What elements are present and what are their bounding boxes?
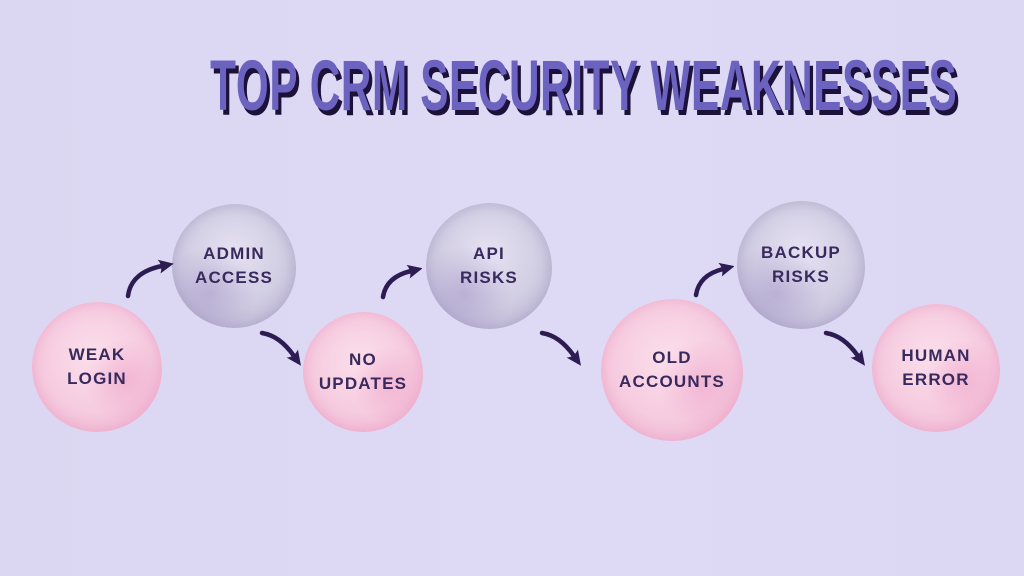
node-api-risks: API RISKS bbox=[426, 203, 552, 329]
page-title: TOP CRM SECURITY WEAKNESSES bbox=[210, 45, 958, 125]
node-label-line2: LOGIN bbox=[67, 369, 127, 388]
node-human-error: HUMAN ERROR bbox=[872, 304, 1000, 432]
node-label-line2: ACCESS bbox=[194, 268, 274, 287]
curved-arrow-up-icon bbox=[693, 262, 734, 298]
node-label-line1: API bbox=[473, 244, 505, 264]
node-weak-login: WEAK LOGIN bbox=[32, 302, 162, 432]
node-label-line1: OLD bbox=[652, 348, 692, 368]
node-label: API RISKS bbox=[460, 242, 518, 290]
node-admin-access: ADMIN ACCESS bbox=[172, 204, 296, 328]
node-label: NO UPDATES bbox=[319, 348, 407, 396]
node-label-line2: RISKS bbox=[772, 267, 830, 286]
node-label-line1: BACKUP bbox=[761, 243, 841, 263]
curved-arrow-down-icon bbox=[539, 330, 581, 366]
curved-arrow-up-icon bbox=[125, 259, 174, 299]
node-label: ADMIN ACCESS bbox=[195, 242, 273, 290]
node-label-line2: RISKS bbox=[460, 268, 518, 287]
node-label-line1: NO bbox=[349, 350, 377, 370]
curved-arrow-down-icon bbox=[823, 330, 865, 366]
node-old-accounts: OLD ACCOUNTS bbox=[601, 299, 743, 441]
node-label-line1: HUMAN bbox=[901, 346, 971, 366]
curved-arrow-down-icon bbox=[259, 330, 301, 366]
node-label-line1: WEAK bbox=[68, 345, 126, 365]
node-label: WEAK LOGIN bbox=[67, 343, 127, 391]
node-label: OLD ACCOUNTS bbox=[619, 346, 725, 394]
node-label-line2: ACCOUNTS bbox=[619, 372, 725, 391]
node-label-line2: UPDATES bbox=[318, 374, 408, 393]
node-label-line2: ERROR bbox=[902, 370, 970, 389]
node-label: BACKUP RISKS bbox=[761, 241, 841, 289]
curved-arrow-up-icon bbox=[380, 264, 422, 300]
node-no-updates: NO UPDATES bbox=[303, 312, 423, 432]
node-label: HUMAN ERROR bbox=[901, 344, 970, 392]
node-backup-risks: BACKUP RISKS bbox=[737, 201, 865, 329]
node-label-line1: ADMIN bbox=[203, 244, 265, 264]
title-bar: TOP CRM SECURITY WEAKNESSES bbox=[0, 45, 1024, 125]
